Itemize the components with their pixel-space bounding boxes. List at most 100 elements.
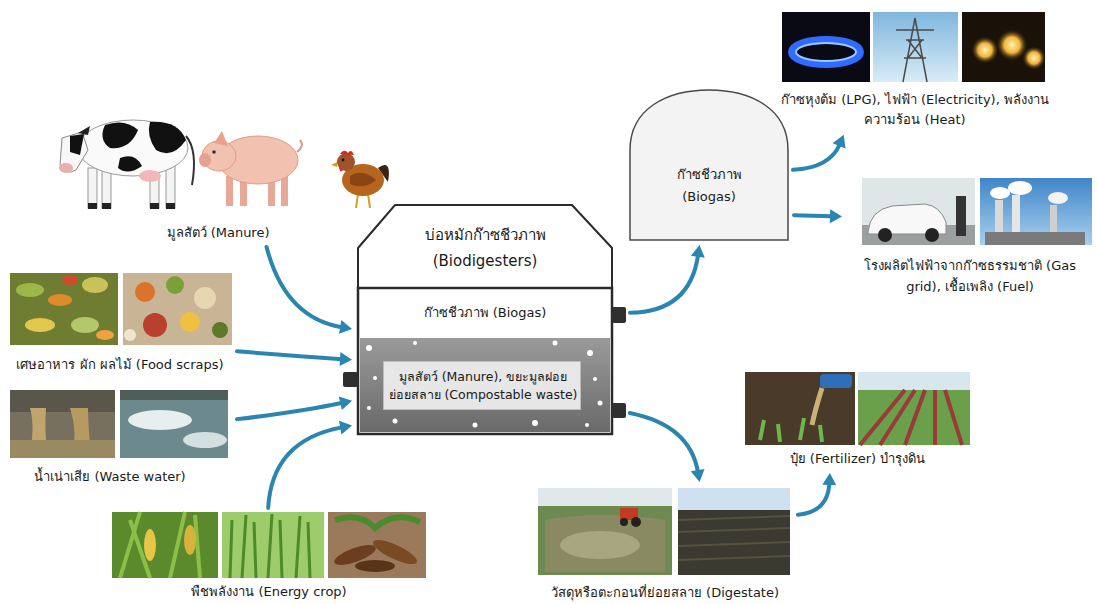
pig-illustration-part [214, 131, 228, 146]
cow-illustration-part [149, 122, 186, 154]
chicken-illustration-part [368, 194, 370, 208]
gas-grid-photo-part [990, 187, 1010, 199]
energy-crop-photo-part [120, 512, 200, 578]
node-label: ปุ๋ย (Fertilizer) บำรุงดิน [743, 450, 972, 468]
cow-illustration [59, 120, 194, 209]
gas-grid-photo-part [980, 178, 1092, 245]
arrow-line [237, 351, 342, 359]
arrow-line [794, 215, 832, 216]
bubble-dot [413, 341, 417, 345]
food-scraps-photo-part [166, 276, 184, 294]
gas-grid-photo-part [878, 228, 892, 242]
pig-illustration [199, 131, 302, 206]
waste-water-photo-part [10, 440, 115, 458]
food-scraps-photo-part [25, 318, 55, 332]
node-label: เศษอาหาร ผัก ผลไม้ (Food scraps) [5, 356, 235, 373]
gas-grid-photo-part [1048, 192, 1068, 204]
node-label: ก๊าซชีวภาพ (Biogas) [648, 164, 770, 208]
energy-crop-photo-part [355, 560, 395, 572]
arrow-line [798, 483, 829, 515]
chicken-illustration-part [340, 151, 354, 155]
waste-water-photo-part [128, 410, 192, 430]
food-scraps-photo [10, 273, 232, 345]
bubble-dot [598, 401, 603, 406]
energy-crop-photo-part [230, 514, 310, 578]
flow-arrow [237, 351, 352, 366]
food-scraps-photo-part [62, 275, 78, 285]
flow-arrow [267, 247, 352, 334]
food-scraps-photo-part [10, 273, 118, 345]
output-group: ปุ๋ย (Fertilizer) บำรุงดิน [743, 370, 972, 470]
waste-water-photo-part [10, 390, 115, 412]
digestate-photo-part [678, 516, 790, 560]
flow-arrow [237, 396, 352, 419]
roof-outline [358, 205, 612, 288]
node-label: พืชพลังงาน (Energy crop) [110, 583, 428, 600]
pig-illustration-part [226, 176, 233, 206]
bubble-dot [503, 297, 507, 301]
digestate-photo-part [620, 518, 628, 526]
node-label: บ่อหมักก๊าซชีวภาพ (Biodigesters) [405, 222, 565, 274]
food-scraps-photo-part [135, 282, 155, 302]
cow-illustration-part [88, 203, 97, 209]
arrow-head [833, 135, 846, 149]
bubble-dot [532, 420, 538, 426]
cow-illustration-part [102, 203, 111, 209]
arrow-head [830, 209, 842, 223]
digestate-photo-part [545, 515, 665, 572]
waste-water-photo-part [120, 390, 228, 458]
flow-arrow [268, 421, 352, 508]
cow-illustration-part [186, 136, 194, 185]
arrow-line [267, 247, 343, 327]
energy-crop-photo-part [222, 512, 324, 578]
gas-outlet-pipe [612, 307, 626, 323]
biogas-holder: ก๊าซชีวภาพ (Biogas) [628, 88, 790, 242]
gas-grid-photo-part [1008, 181, 1032, 195]
chicken-illustration-part [342, 159, 345, 162]
gas-grid-photo-part [925, 228, 939, 242]
source-group: พืชพลังงาน (Energy crop) [110, 510, 428, 602]
cow-illustration-part [102, 170, 111, 208]
arrow-line [793, 144, 840, 170]
gas-grid-photo-part [985, 232, 1085, 245]
energy-use-photo-part [1022, 46, 1046, 70]
cow-illustration-part [166, 203, 175, 209]
cow-illustration-part [78, 120, 188, 176]
arrow-line [630, 255, 698, 313]
cow-illustration-part [150, 203, 159, 209]
gas-holder-shape [630, 90, 788, 240]
cow-illustration-part [70, 134, 84, 155]
food-scraps-photo-part [180, 312, 200, 332]
waste-water-photo-part [10, 390, 115, 458]
arrow-head [691, 469, 705, 482]
fertilizer-photo [745, 372, 970, 445]
digestate-photo-part [678, 488, 790, 575]
arrow-head [691, 245, 705, 258]
bubble-dot [448, 299, 453, 304]
output-group: ก๊าซหุงต้ม (LPG), ไฟฟ้า (Electricity), พ… [780, 10, 1050, 132]
bubble-dot [373, 376, 377, 380]
source-group: น้ำเน่าเสีย (Waste water) [5, 388, 235, 486]
biodigester-tank: บ่อหมักก๊าซชีวภาพ (Biodigesters)ก๊าซชีวภ… [355, 203, 615, 437]
fertilizer-photo-part [858, 372, 970, 445]
cow-illustration-part [88, 168, 97, 208]
food-scraps-photo-part [96, 330, 114, 340]
flow-arrow [630, 413, 705, 482]
bubble-dot [366, 345, 372, 351]
dome-outline [628, 88, 790, 242]
food-scraps-photo-part [16, 283, 44, 297]
arrow-line [630, 413, 698, 472]
energy-crop-photo-part [328, 512, 426, 578]
food-scraps-photo-part [82, 277, 108, 293]
chicken-illustration-part [350, 173, 376, 186]
food-scraps-photo-part [194, 287, 216, 309]
food-scraps-photo-part [123, 273, 232, 345]
food-scraps-photo-part [124, 329, 136, 341]
node-label: โรงผลิตไฟฟ้าจากก๊าซธรรมชาติ (Gas grid), … [845, 255, 1095, 297]
arrow-line [268, 427, 342, 508]
bubble-dot [393, 419, 398, 424]
gas-grid-photo [862, 178, 1092, 245]
cow-illustration-part [118, 156, 142, 171]
bubble-dot [585, 423, 589, 427]
gas-grid-photo-part [862, 178, 975, 245]
